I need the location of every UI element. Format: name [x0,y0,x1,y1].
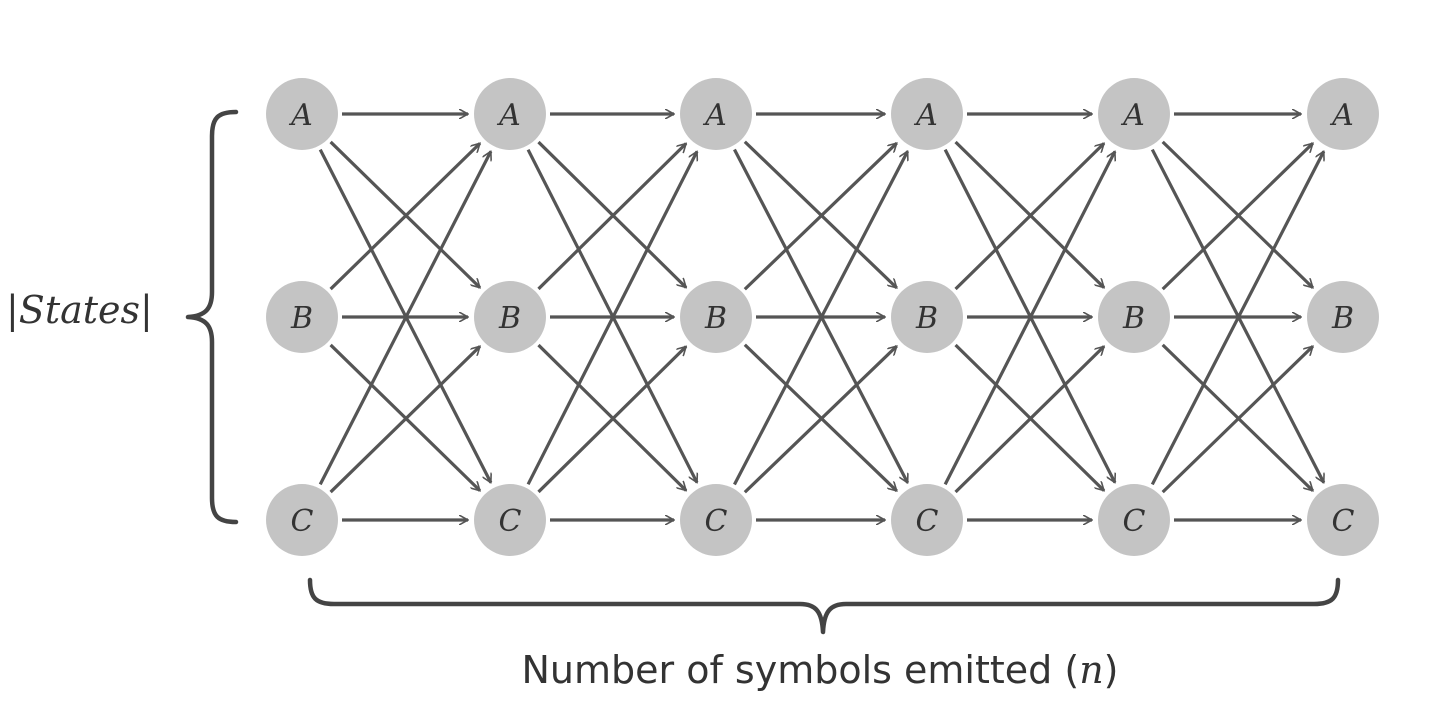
symbols-brace [307,577,1341,635]
edge-C4-to-A5 [943,151,1117,486]
state-label: C [499,504,522,539]
state-node-C-step-5: C [1098,484,1170,556]
state-label: C [1332,504,1355,539]
edge-C2-to-A3 [526,151,699,486]
state-circle [266,281,338,353]
state-node-B-step-5: B [1098,281,1170,353]
edge-C2-to-B3 [537,346,686,494]
state-circle [266,78,338,150]
symbols-axis-prefix: Number of symbols emitted ( [521,648,1080,692]
edge-C1-to-A2 [318,151,493,486]
state-node-A-step-1: A [266,78,338,150]
state-label: B [1331,301,1354,336]
state-label: B [290,301,313,336]
state-node-C-step-1: C [266,484,338,556]
state-node-B-step-6: B [1307,281,1379,353]
transition-edges [318,114,1326,520]
states-axis-label: |States| [6,288,153,332]
state-circle [891,484,963,556]
states-brace [185,109,239,525]
state-label: B [1122,301,1145,336]
edge-C4-to-B5 [954,346,1104,494]
state-label: A [496,98,521,133]
state-label: A [288,98,313,133]
state-node-A-step-5: A [1098,78,1170,150]
state-label: A [913,98,938,133]
state-node-B-step-1: B [266,281,338,353]
state-label: C [291,504,314,539]
edge-B5-to-A6 [1161,143,1313,291]
edge-B3-to-A4 [743,141,897,291]
symbols-axis-variable: n [1079,648,1104,692]
state-circle [680,78,752,150]
edge-B2-to-A3 [537,143,686,291]
state-node-B-step-2: B [474,281,546,353]
state-label: A [1329,98,1354,133]
state-label: B [704,301,727,336]
state-circle [474,484,546,556]
state-circle [891,281,963,353]
symbols-axis-label: Number of symbols emitted (n) [0,648,1433,692]
state-node-A-step-4: A [891,78,963,150]
state-circle [1098,78,1170,150]
state-circle [680,281,752,353]
state-label: A [1120,98,1145,133]
state-circle [1307,484,1379,556]
state-circle [474,281,546,353]
state-label: C [916,504,939,539]
symbols-axis-suffix: ) [1103,648,1119,692]
edge-C5-to-B6 [1161,346,1313,494]
state-circle [266,484,338,556]
state-node-C-step-3: C [680,484,752,556]
state-label: B [498,301,521,336]
state-label: B [915,301,938,336]
state-circle [1307,78,1379,150]
state-node-B-step-3: B [680,281,752,353]
state-node-A-step-3: A [680,78,752,150]
state-label: C [705,504,728,539]
edge-B1-to-A2 [329,143,480,291]
state-nodes: A B C A B C A B C A B C A B C A B C [266,78,1379,556]
state-node-B-step-4: B [891,281,963,353]
edge-C3-to-B4 [743,344,897,494]
state-circle [891,78,963,150]
state-node-C-step-4: C [891,484,963,556]
state-circle [1307,281,1379,353]
edge-B4-to-A5 [954,143,1104,291]
edge-C5-to-A6 [1150,151,1326,486]
edge-C3-to-A4 [733,151,910,486]
state-circle [474,78,546,150]
state-node-A-step-6: A [1307,78,1379,150]
state-label: C [1123,504,1146,539]
state-circle [680,484,752,556]
state-label: A [702,98,727,133]
state-node-A-step-2: A [474,78,546,150]
state-node-C-step-6: C [1307,484,1379,556]
state-node-C-step-2: C [474,484,546,556]
state-circle [1098,281,1170,353]
edge-C1-to-B2 [329,346,480,494]
state-circle [1098,484,1170,556]
